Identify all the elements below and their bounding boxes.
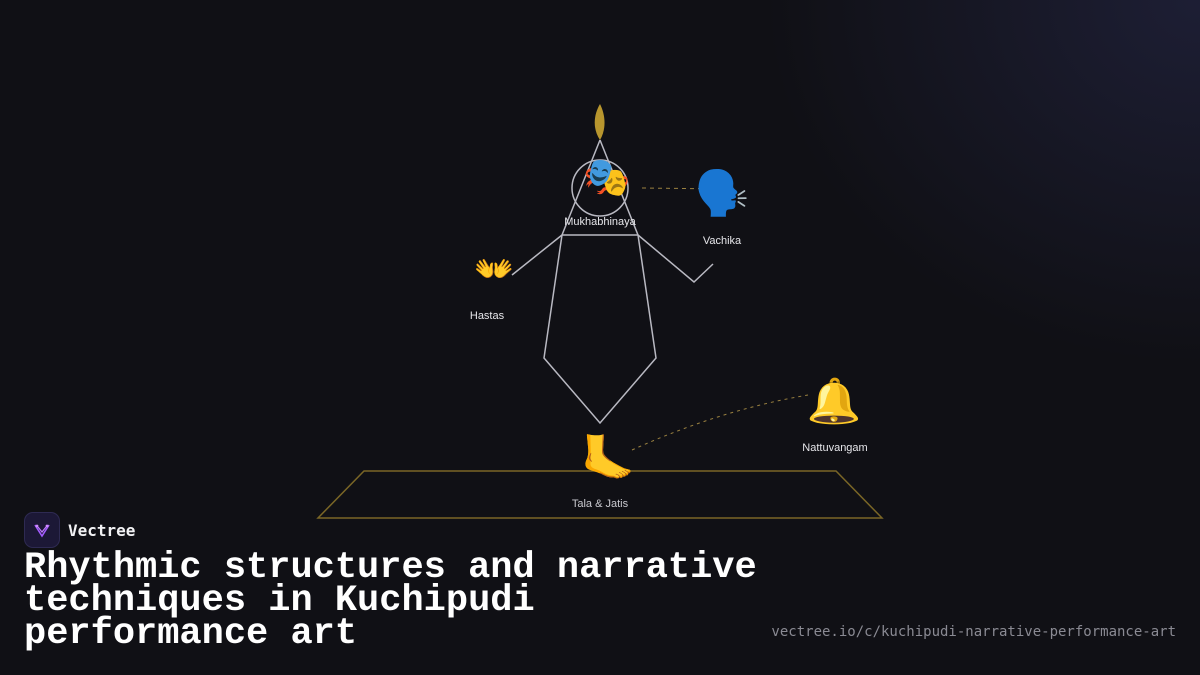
label-tala-jatis: Tala & Jatis xyxy=(571,498,629,510)
label-vachika: Vachika xyxy=(702,235,742,247)
speaking-head-icon: 🗣️ xyxy=(694,168,750,219)
label-nattuvangam: Nattuvangam xyxy=(802,442,868,454)
connector-mukhabhinaya-vachika xyxy=(641,187,727,190)
brand-name: Vectree xyxy=(68,520,136,540)
dancer-figure xyxy=(511,139,714,425)
connector-tala-nattuvangam xyxy=(631,394,809,451)
dancer-head xyxy=(571,159,629,217)
theater-masks-icon: 🎭 xyxy=(583,155,631,199)
page-title: Rhythmic structures and narrative techni… xyxy=(24,547,757,655)
vectree-logo-icon xyxy=(24,512,60,548)
bell-icon: 🔔 xyxy=(806,376,862,427)
foot-icon: 🦶 xyxy=(580,433,636,484)
stage-platform xyxy=(316,470,884,519)
label-hastas: Hastas xyxy=(469,310,505,322)
brand: Vectree xyxy=(24,512,135,548)
open-hands-icon: 👐 xyxy=(474,250,514,288)
headdress-flame-icon xyxy=(594,104,605,140)
label-mukhabhinaya: Mukhabhinaya xyxy=(564,216,636,228)
page-url: vectree.io/c/kuchipudi-narrative-perform… xyxy=(771,624,1176,640)
